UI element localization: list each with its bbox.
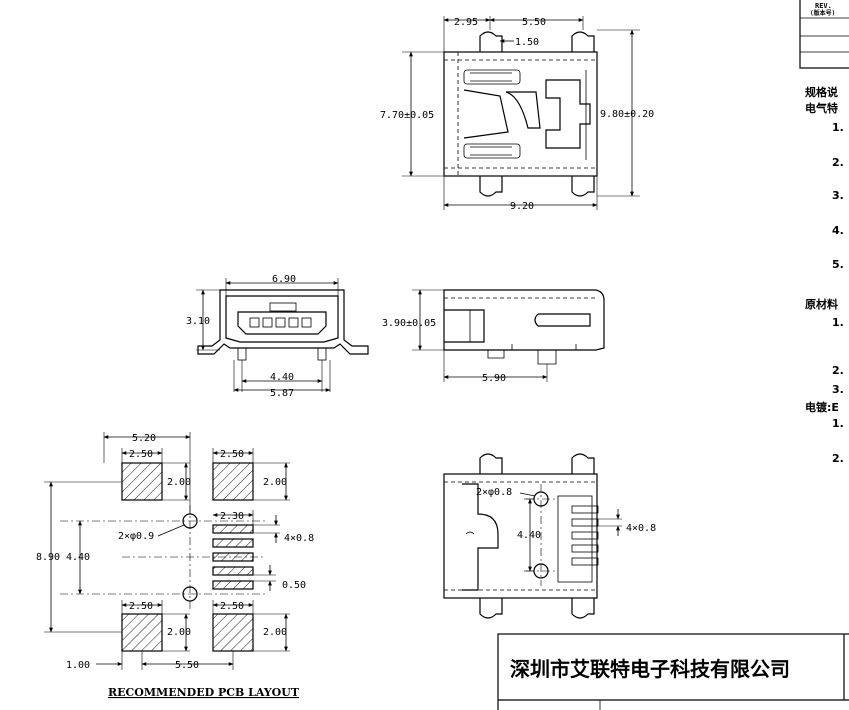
dim-pcb-pad-height-bottom-left: 2.00 [167,627,191,638]
spec-line-7: 原材料 [805,297,838,311]
rev-sub-label: (版本号) [810,9,835,17]
spec-line-12: 1. [832,417,844,430]
dim-pcb-pad-pitch: 5.50 [175,660,199,671]
dim-pcb-signal-pad-length: 2.30 [220,511,244,522]
spec-line-11: 电镀:E [805,400,839,414]
spec-panel: REV. (版本号) 规格说 电气特 1. 2. 3. 4. 5. 原材料 1.… [799,0,849,465]
dim-pcb-overall-width: 5.20 [132,433,156,444]
dim-pcb-pad-width-bottom-right: 2.50 [220,601,244,612]
front-view: 6.90 3.10 4.40 5.87 [186,274,369,399]
dim-pcb-pad-height-bottom-right: 2.00 [263,627,287,638]
dim-side-height: 3.90±0.05 [382,318,436,329]
dim-pcb-hole-span: 4.40 [66,552,90,563]
dim-top-height: 7.70±0.05 [380,110,434,121]
side-view: 3.90±0.05 5.90 [382,289,605,384]
dim-bottom-holes: 2×φ0.8 [476,487,512,498]
dim-pcb-edge-offset: 1.00 [66,660,90,671]
dim-pcb-pad-height-top-right: 2.00 [263,477,287,488]
company-name: 深圳市艾联特电子科技有限公司 [510,657,790,681]
dim-top-pitch: 5.50 [522,17,546,28]
pad-top-left [121,462,163,501]
spec-line-9: 2. [832,364,844,377]
title-block: 深圳市艾联特电子科技有限公司 [497,633,849,710]
bottom-view: 2×φ0.8 4.40 4×0.8 [443,453,656,619]
signal-pad-4 [212,566,254,576]
pcb-layout: 5.20 2.50 2.50 2.00 2.00 2.30 2×φ0.9 4×0… [36,432,314,699]
dim-front-top-width: 6.90 [272,274,296,285]
signal-pad-2 [212,538,254,548]
spec-line-8: 1. [832,316,844,329]
pad-top-right [212,462,254,501]
dim-pcb-overall-height: 8.90 [36,552,60,563]
dim-pcb-signal-pads: 4×0.8 [284,533,314,544]
top-view: 2.95 5.50 1.50 7.70±0.05 9.80±0.20 9.20 [380,16,654,212]
spec-line-2: 1. [832,121,844,134]
pad-bottom-right [212,613,254,652]
dim-pcb-pad-width-bottom-left: 2.50 [129,601,153,612]
dim-top-overall-height: 9.80±0.20 [600,109,654,120]
spec-line-3: 2. [832,156,844,169]
spec-line-0: 规格说 [805,85,838,99]
dim-bottom-hole-span: 4.40 [517,530,541,541]
dim-pcb-signal-pitch: 0.50 [282,580,306,591]
dim-side-depth: 5.90 [482,373,506,384]
spec-line-10: 3. [832,383,844,396]
spec-line-4: 3. [832,189,844,202]
dim-front-height: 3.10 [186,316,210,327]
rev-label: REV. [815,2,832,10]
dim-front-peg-span: 4.40 [270,372,294,383]
spec-line-6: 5. [832,258,844,271]
dim-top-left-offset: 2.95 [454,17,478,28]
spec-line-13: 2. [832,452,844,465]
pcb-layout-title: RECOMMENDED PCB LAYOUT [108,686,300,699]
dim-pcb-holes: 2×φ0.9 [118,531,154,542]
dim-pcb-pad-width-top-right: 2.50 [220,449,244,460]
signal-pad-5 [212,580,254,590]
dim-front-bottom-width: 5.87 [270,388,294,399]
dim-top-center: 1.50 [515,37,539,48]
dim-pcb-pad-width-top-left: 2.50 [129,449,153,460]
dim-bottom-pins: 4×0.8 [626,523,656,534]
spec-line-1: 电气特 [805,101,838,115]
dim-top-width: 9.20 [510,201,534,212]
pad-bottom-left [121,613,163,652]
spec-line-5: 4. [832,224,844,237]
signal-pad-1 [212,524,254,534]
dim-pcb-pad-height-top-left: 2.00 [167,477,191,488]
